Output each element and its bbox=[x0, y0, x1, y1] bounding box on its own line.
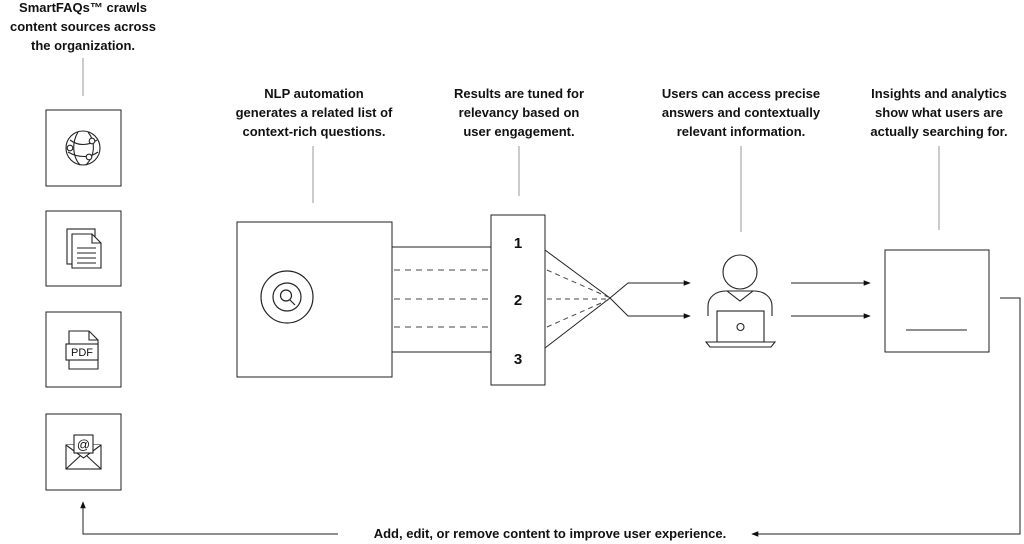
email-icon bbox=[65, 434, 102, 470]
search-target-icon bbox=[260, 270, 314, 324]
rank-3: 3 bbox=[514, 351, 522, 368]
nlp-caption: NLP automation generates a related list … bbox=[235, 86, 393, 139]
ranking-box bbox=[490, 214, 546, 386]
users-caption: Users can access precise answers and con… bbox=[661, 86, 821, 139]
globe-icon bbox=[65, 130, 101, 166]
funnel-bottom bbox=[544, 297, 611, 349]
pdf-label: PDF bbox=[71, 347, 93, 359]
tuning-caption: Results are tuned for relevancy based on… bbox=[453, 86, 585, 139]
feedback-line-right bbox=[751, 297, 1021, 537]
user-laptop-icon bbox=[704, 254, 777, 348]
insights-box bbox=[884, 249, 990, 353]
crawl-caption: SmartFAQs™ crawls content sources across… bbox=[10, 0, 156, 53]
document-icon bbox=[66, 228, 102, 269]
email-at-label: @ bbox=[77, 437, 90, 452]
pdf-file-icon bbox=[65, 330, 99, 370]
feedback-line-left bbox=[80, 501, 338, 535]
feedback-caption: Add, edit, or remove content to improve … bbox=[373, 526, 727, 541]
insights-caption: Insights and analytics show what users a… bbox=[870, 86, 1008, 139]
source-box-web bbox=[45, 109, 122, 187]
funnel-top bbox=[544, 249, 611, 299]
rank-1: 1 bbox=[514, 235, 522, 252]
rank-2: 2 bbox=[514, 292, 522, 309]
nlp-box bbox=[236, 221, 393, 378]
arrow-to-user-bottom bbox=[609, 297, 691, 319]
arrow-to-user-top bbox=[609, 280, 691, 299]
